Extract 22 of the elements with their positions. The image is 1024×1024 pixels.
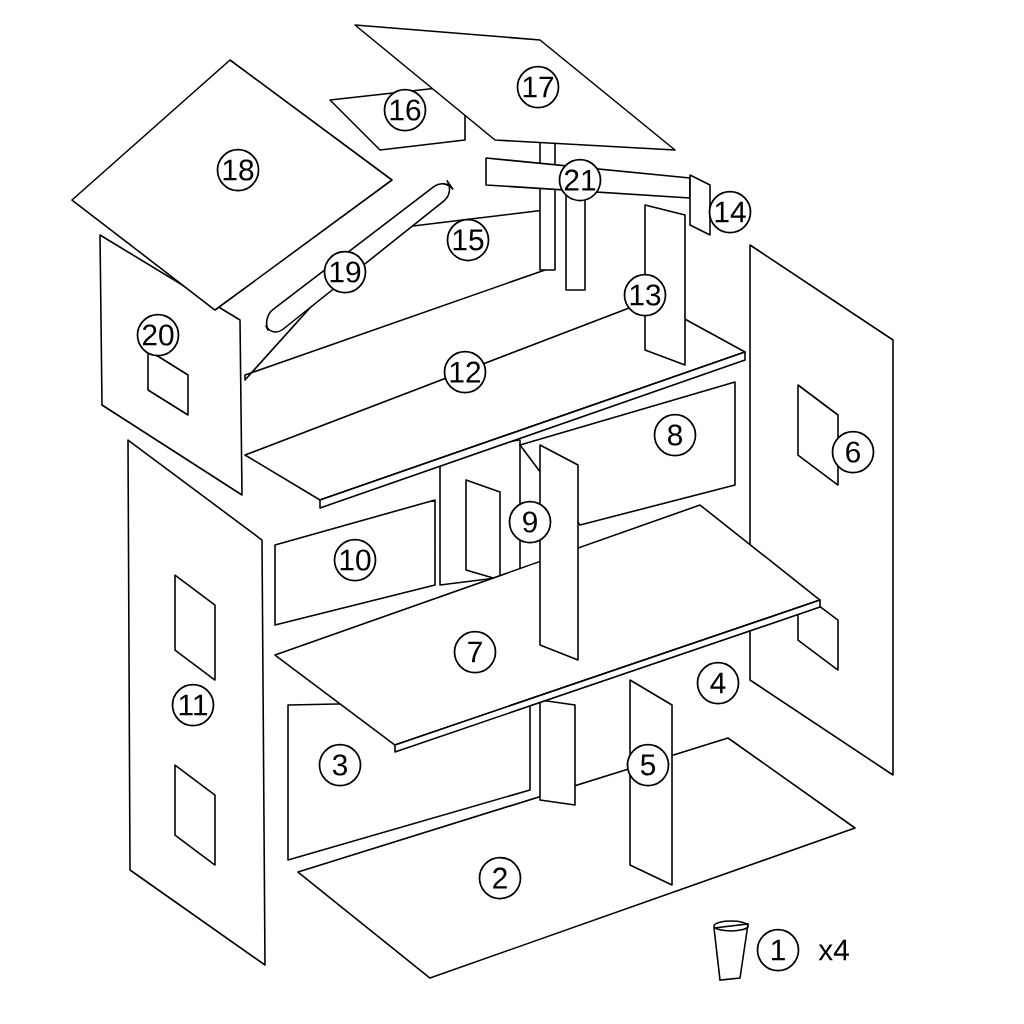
quantity-label: x4 xyxy=(818,939,849,961)
callout-number: 12 xyxy=(443,350,487,394)
callout-number: 8 xyxy=(653,413,697,457)
callout-number: 14 xyxy=(708,190,752,234)
callout-number: 19 xyxy=(323,250,367,294)
callout-number: 21 xyxy=(558,158,602,202)
callout-number: 1 xyxy=(756,928,800,972)
callout-number: 13 xyxy=(623,273,667,317)
callout-number: 16 xyxy=(383,88,427,132)
callout-number: 15 xyxy=(446,218,490,262)
callout-number: 6 xyxy=(831,430,875,474)
callout-number: 18 xyxy=(216,148,260,192)
callout-number: 3 xyxy=(318,743,362,787)
callout-number: 4 xyxy=(696,661,740,705)
callout-number: 9 xyxy=(508,500,552,544)
callout-number: 7 xyxy=(453,630,497,674)
callout-number: 5 xyxy=(626,743,670,787)
callout-number: 17 xyxy=(516,65,560,109)
callout-number: 11 xyxy=(171,683,215,727)
callout-number: 10 xyxy=(333,538,377,582)
callout-number: 2 xyxy=(478,856,522,900)
callout-number: 20 xyxy=(136,313,180,357)
